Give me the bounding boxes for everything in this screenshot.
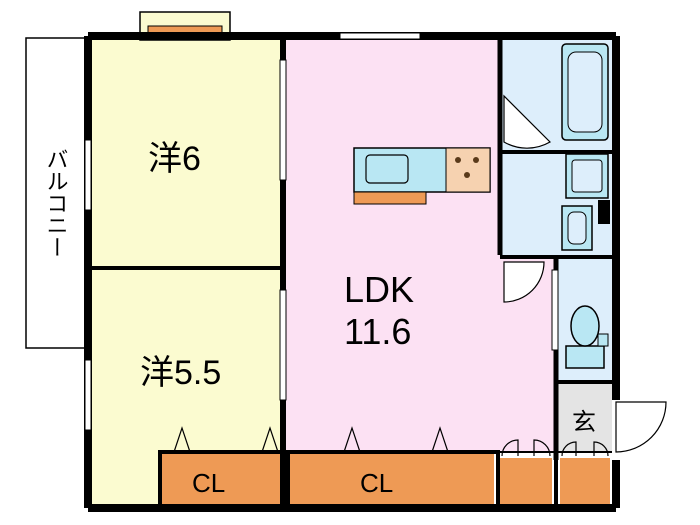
room-label-closet-center: CL xyxy=(360,468,393,498)
washing-machine xyxy=(565,153,609,199)
kitchen-counter xyxy=(353,147,491,205)
western-room-6 xyxy=(92,40,282,268)
door-swings xyxy=(503,94,667,453)
room-label-closet-left: CL xyxy=(192,468,225,498)
closet-center xyxy=(290,454,494,504)
room-label-entrance: 玄 xyxy=(572,409,596,436)
balcony-area xyxy=(25,37,87,349)
closet-small-2 xyxy=(560,458,610,504)
wash-basin xyxy=(561,200,610,251)
bathtub xyxy=(561,43,609,141)
room-size-ldk: 11.6 xyxy=(344,311,411,352)
room-label-balcony: バルコニー xyxy=(44,148,69,258)
entrance-area xyxy=(556,382,612,452)
room-label-western-6: 洋6 xyxy=(148,140,201,178)
closet-doors xyxy=(173,426,609,457)
closet-left xyxy=(162,454,280,504)
closet-small-1 xyxy=(500,458,552,504)
room-label-ldk: LDK xyxy=(344,269,414,310)
room-label-western-5-5: 洋5.5 xyxy=(140,354,221,392)
toilet xyxy=(565,305,609,369)
window-marks xyxy=(84,32,559,431)
ldk-room xyxy=(284,40,500,452)
